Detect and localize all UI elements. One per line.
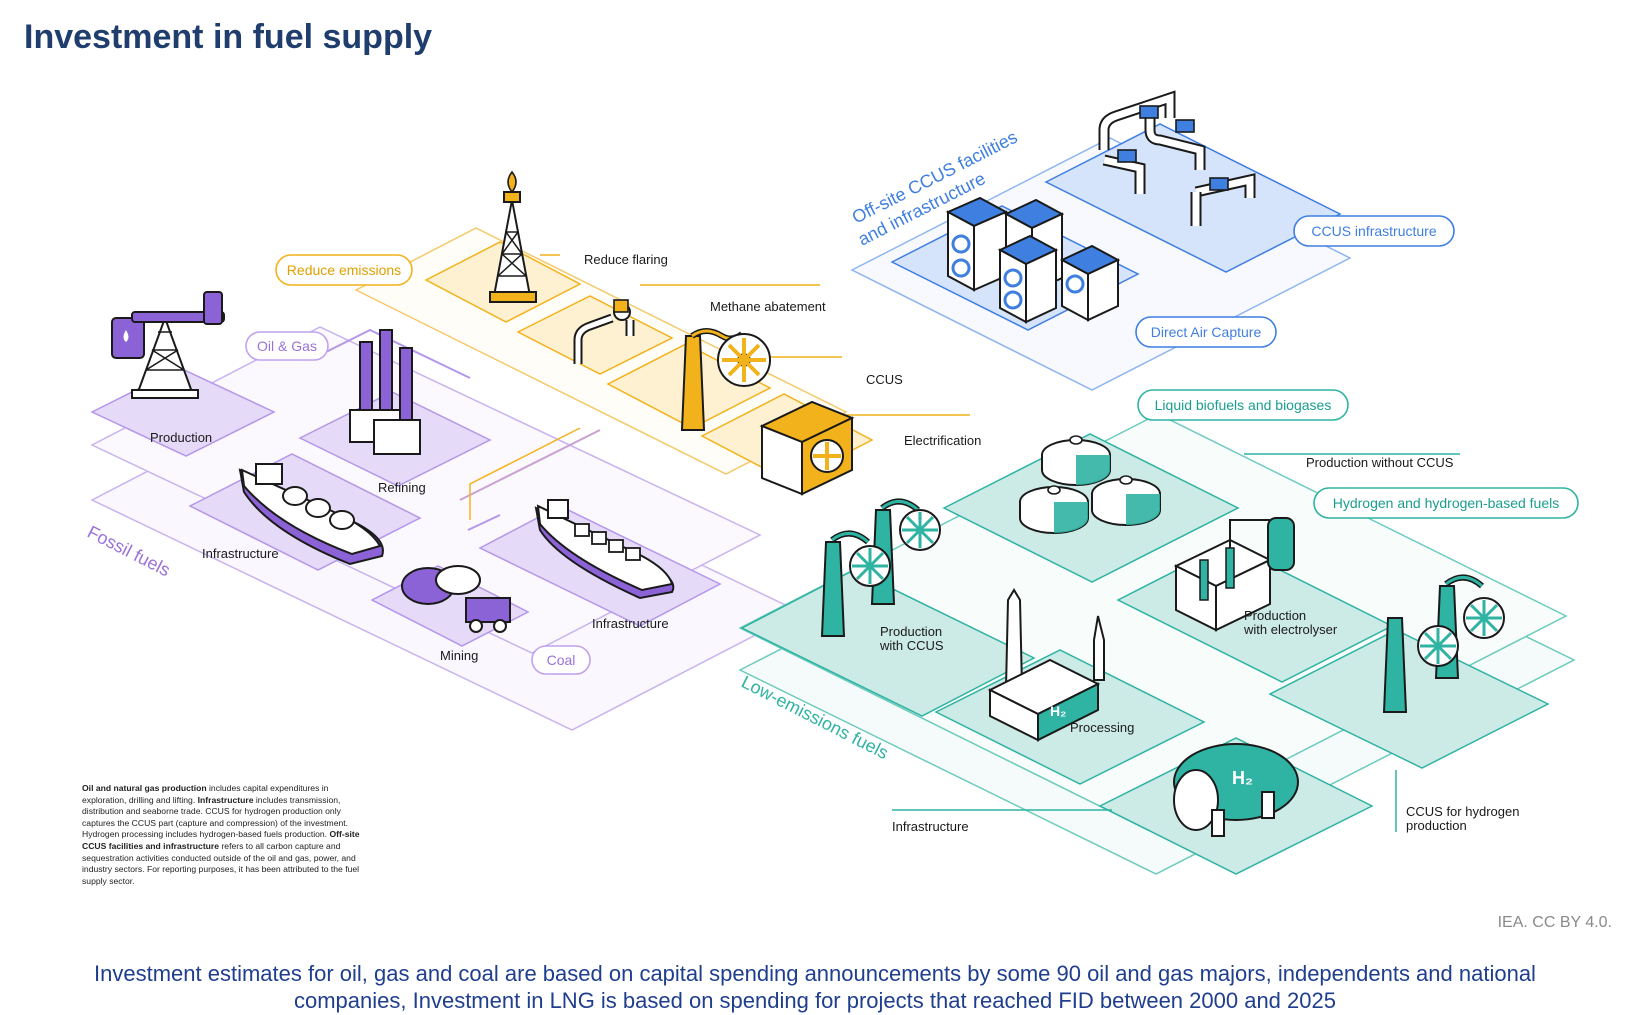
footnote-bold-2: Infrastructure bbox=[197, 794, 254, 805]
methane-pipes-icon bbox=[573, 299, 635, 364]
production-ccus-chimneys-icon bbox=[820, 498, 941, 637]
footnote-text-3: refers to all carbon capture and sequest… bbox=[82, 840, 360, 886]
label-production-ccus-2: with CCUS bbox=[879, 638, 944, 653]
label-liquid-biofuels: Liquid biofuels and biogases bbox=[1137, 389, 1349, 421]
label-production-ccus-1: Production bbox=[880, 624, 942, 639]
label-mining: Mining bbox=[440, 648, 478, 663]
page-title: Investment in fuel supply bbox=[24, 18, 433, 56]
ccus-hydrogen-icon bbox=[1382, 574, 1505, 713]
svg-text:CCUS infrastructure: CCUS infrastructure bbox=[1311, 223, 1436, 239]
label-reduce-flaring: Reduce flaring bbox=[584, 252, 668, 267]
reduce-emissions-region bbox=[354, 227, 970, 520]
label-production-electrolyser-1: Production bbox=[1244, 608, 1306, 623]
caption-line-1: Investment estimates for oil, gas and co… bbox=[94, 961, 1536, 986]
label-methane-abatement: Methane abatement bbox=[710, 299, 826, 314]
svg-text:Oil & Gas: Oil & Gas bbox=[257, 338, 317, 354]
footnote-text-2: includes transmission, distribution and … bbox=[82, 794, 349, 840]
caption-line-2: companies, Investment in LNG is based on… bbox=[294, 988, 1336, 1013]
ccus-chimney-icon bbox=[680, 328, 771, 431]
footnote-bold-1: Oil and natural gas production bbox=[82, 783, 207, 793]
label-refining: Refining bbox=[378, 480, 426, 495]
label-ccus-infrastructure: CCUS infrastructure bbox=[1293, 215, 1455, 247]
pump-jack-icon bbox=[111, 291, 225, 399]
oil-tanker-icon bbox=[238, 463, 384, 566]
refinery-icon bbox=[349, 329, 421, 455]
biofuel-tanks-icon bbox=[1019, 435, 1161, 534]
label-infrastructure-oil: Infrastructure bbox=[202, 546, 279, 561]
label-reduce-emissions: Reduce emissions bbox=[275, 254, 413, 286]
coal-ship-icon bbox=[534, 499, 675, 600]
label-infrastructure-low: Infrastructure bbox=[892, 819, 969, 834]
electrification-unit-icon bbox=[759, 400, 855, 496]
svg-text:Hydrogen and hydrogen-based fu: Hydrogen and hydrogen-based fuels bbox=[1333, 495, 1560, 511]
svg-text:Direct Air Capture: Direct Air Capture bbox=[1151, 324, 1262, 340]
label-coal: Coal bbox=[531, 645, 591, 675]
label-electrification: Electrification bbox=[904, 433, 981, 448]
caption: Investment estimates for oil, gas and co… bbox=[0, 960, 1630, 1014]
coal-mining-icon bbox=[401, 565, 511, 633]
label-production-electrolyser-2: with electrolyser bbox=[1243, 622, 1338, 637]
label-direct-air-capture: Direct Air Capture bbox=[1135, 316, 1277, 348]
electrolyser-icon bbox=[1173, 517, 1295, 632]
label-hydrogen-fuels: Hydrogen and hydrogen-based fuels bbox=[1313, 487, 1579, 519]
svg-text:Coal: Coal bbox=[547, 652, 576, 668]
label-production-without-ccus: Production without CCUS bbox=[1306, 455, 1454, 470]
label-ccus-hydrogen-2: production bbox=[1406, 818, 1467, 833]
hydrogen-processing-icon: H₂ bbox=[987, 588, 1105, 742]
ccus-pipeline-icon bbox=[1098, 90, 1256, 226]
tank-h2-text: H₂ bbox=[1232, 768, 1253, 788]
hydrogen-tank-icon: H₂ bbox=[1173, 743, 1299, 837]
fuel-supply-diagram: H₂ H₂ Reduce emissions Oil & Gas bbox=[84, 90, 1579, 875]
svg-text:Reduce emissions: Reduce emissions bbox=[287, 262, 401, 278]
footnote: Oil and natural gas production includes … bbox=[82, 783, 367, 887]
direct-air-capture-icon bbox=[945, 196, 1121, 324]
label-processing: Processing bbox=[1070, 720, 1134, 735]
footnote-bold-3: Off-site CCUS facilities and infrastruct… bbox=[82, 829, 360, 851]
footnote-text-1: includes capital expenditures in explora… bbox=[82, 783, 329, 805]
processing-h2-text: H₂ bbox=[1050, 703, 1066, 719]
label-production: Production bbox=[150, 430, 212, 445]
flaring-derrick-icon bbox=[489, 170, 537, 303]
svg-text:Liquid biofuels and biogases: Liquid biofuels and biogases bbox=[1155, 397, 1332, 413]
credit: IEA. CC BY 4.0. bbox=[1497, 914, 1612, 931]
label-infrastructure-coal: Infrastructure bbox=[592, 616, 669, 631]
label-ccus: CCUS bbox=[866, 372, 903, 387]
label-ccus-hydrogen-1: CCUS for hydrogen bbox=[1406, 804, 1519, 819]
label-oil-gas: Oil & Gas bbox=[245, 331, 329, 361]
